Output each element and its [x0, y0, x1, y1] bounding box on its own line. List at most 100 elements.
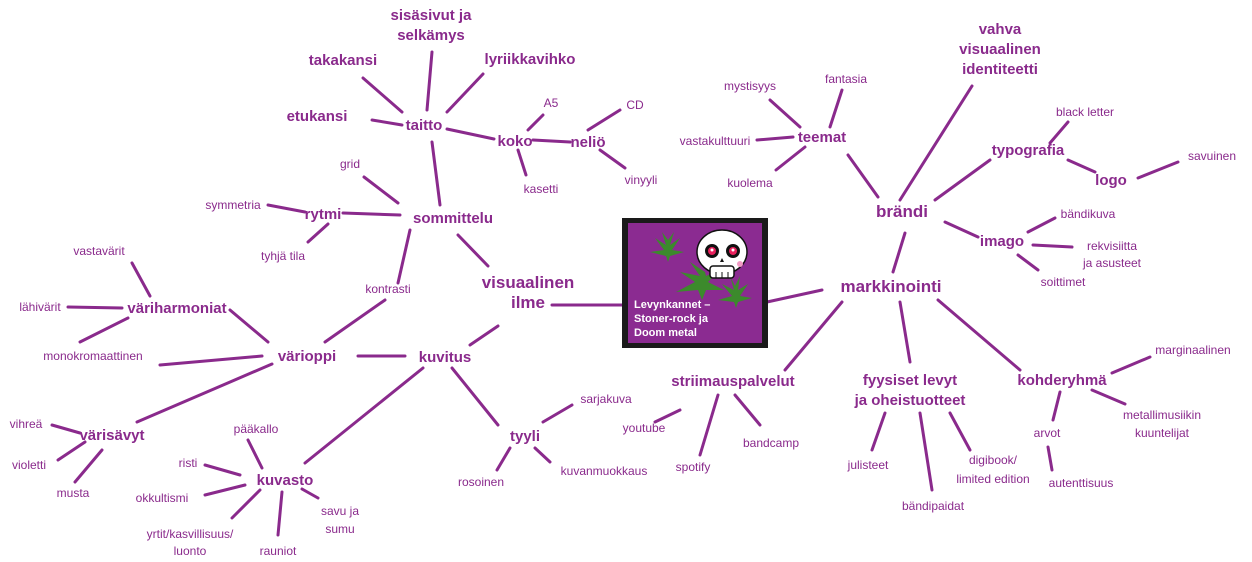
edge	[541, 403, 574, 424]
edge	[1051, 390, 1062, 422]
cover-title-line: Levynkannet –	[634, 299, 710, 311]
edge	[56, 440, 87, 462]
edge	[516, 148, 528, 177]
edge	[948, 411, 972, 452]
node-savu-ja-sumu: savu ja	[321, 504, 359, 518]
edge	[266, 203, 307, 214]
node-bandikuva: bändikuva	[1061, 207, 1116, 221]
node-brandi: brändi	[876, 202, 928, 221]
node-sisasivut: sisäsivut ja	[391, 7, 473, 24]
edge	[66, 305, 124, 310]
node-soittimet: soittimet	[1041, 275, 1086, 289]
node-vahva-visuaalinen-identiteetti: identiteetti	[962, 61, 1038, 78]
edge	[733, 393, 762, 427]
node-rekvisiitta: ja asusteet	[1082, 256, 1142, 270]
edge	[203, 483, 247, 497]
node-tyyli: tyyli	[510, 428, 540, 445]
edge	[468, 324, 500, 347]
node-koko: koko	[497, 133, 532, 150]
node-metallimusiikin-kuuntelijat: metallimusiikin	[1123, 408, 1201, 422]
edge	[130, 261, 152, 298]
node-visuaalinen-ilme: ilme	[511, 293, 545, 312]
node-metallimusiikin-kuuntelijat: kuuntelijat	[1135, 426, 1190, 440]
node-bandcamp: bandcamp	[743, 436, 799, 450]
node-vastavarit: vastavärit	[73, 244, 125, 258]
edge	[276, 490, 284, 537]
edge	[203, 463, 242, 477]
edge	[531, 138, 572, 144]
node-paakallo: pääkallo	[234, 422, 279, 436]
edge	[450, 366, 500, 427]
edge	[158, 354, 264, 367]
edge	[698, 393, 720, 457]
node-sommittelu: sommittelu	[413, 210, 493, 227]
album-cover-image: Levynkannet – Stoner-rock ja Doom metal	[622, 218, 768, 348]
node-cd: CD	[626, 98, 644, 112]
node-vinyyli: vinyyli	[625, 173, 658, 187]
edge	[361, 76, 404, 114]
edge	[300, 487, 320, 500]
node-julisteet: julisteet	[847, 458, 889, 472]
node-nelio: neliö	[570, 134, 605, 151]
edge	[1016, 253, 1040, 272]
node-imago: imago	[980, 233, 1024, 250]
edge	[1048, 120, 1070, 145]
node-visuaalinen-ilme: visuaalinen	[482, 273, 575, 292]
node-a5: A5	[544, 96, 559, 110]
node-autenttisuus: autenttisuus	[1049, 476, 1114, 490]
node-digibook: digibook/	[969, 453, 1018, 467]
node-lyriikkavihko: lyriikkavihko	[485, 51, 576, 68]
node-markkinointi: markkinointi	[840, 277, 941, 296]
edge	[341, 211, 402, 217]
node-grid: grid	[340, 157, 360, 171]
node-violetti: violetti	[12, 458, 46, 472]
edge	[936, 298, 1022, 372]
node-musta: musta	[57, 486, 90, 500]
edge	[1066, 158, 1097, 174]
node-rekvisiitta: rekvisiitta	[1087, 239, 1137, 253]
edge	[50, 423, 82, 435]
edge	[586, 108, 622, 132]
node-savu-ja-sumu: sumu	[325, 522, 354, 536]
node-symmetria: symmetria	[205, 198, 261, 212]
node-variharmoniat: väriharmoniat	[127, 300, 226, 317]
node-sarjakuva: sarjakuva	[580, 392, 632, 406]
edge	[1026, 216, 1057, 234]
edge	[918, 411, 934, 492]
edge	[598, 148, 627, 170]
node-vahva-visuaalinen-identiteetti: vahva	[979, 21, 1022, 38]
node-takakansi: takakansi	[309, 52, 377, 69]
node-yrtit: yrtit/kasvillisuus/	[147, 527, 234, 541]
node-lahivarit: lähivärit	[19, 300, 61, 314]
node-rytmi: rytmi	[305, 206, 342, 223]
edge	[755, 135, 795, 142]
edge	[943, 220, 980, 239]
node-etukansi: etukansi	[287, 108, 348, 125]
node-fyysiset-levyt: ja oheistuotteet	[854, 392, 966, 409]
node-kohderyhma: kohderyhmä	[1017, 372, 1107, 389]
node-savuinen: savuinen	[1188, 149, 1236, 163]
cover-title-line: Doom metal	[634, 327, 697, 339]
node-yrtit: luonto	[174, 544, 207, 558]
edge	[1110, 355, 1152, 375]
node-varisavyt: värisävyt	[79, 427, 144, 444]
edge	[828, 88, 844, 129]
edge	[898, 84, 974, 202]
edge	[495, 446, 512, 472]
edge	[323, 298, 387, 344]
node-kontrasti: kontrasti	[365, 282, 410, 296]
edge	[135, 362, 274, 424]
edge	[306, 222, 330, 244]
node-digibook: limited edition	[956, 472, 1029, 486]
edge	[228, 308, 270, 344]
edge	[898, 300, 912, 364]
edge	[246, 438, 264, 470]
edge	[370, 118, 404, 127]
node-logo: logo	[1095, 172, 1127, 189]
node-typografia: typografia	[992, 142, 1065, 159]
node-risti: risti	[179, 456, 198, 470]
edge	[1090, 388, 1127, 406]
node-fyysiset-levyt: fyysiset levyt	[863, 372, 957, 389]
edge	[846, 153, 880, 199]
